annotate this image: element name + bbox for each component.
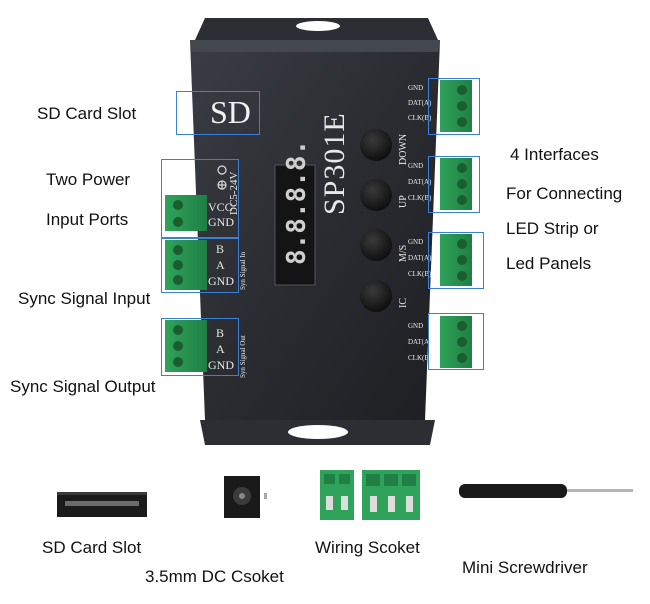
sync-out-a: A — [216, 342, 225, 356]
wiring-socket-image — [320, 470, 420, 520]
input-ports-label: Input Ports — [46, 210, 129, 229]
two-power-label: Two Power — [46, 170, 131, 189]
port2-pin-gnd: GND — [408, 162, 424, 170]
port4-pin-clk: CLK(B) — [408, 354, 432, 362]
port1-pin-gnd: GND — [408, 84, 424, 92]
interfaces-label-4: Led Panels — [506, 254, 592, 273]
output-terminal-3 — [440, 234, 472, 286]
port3-pin-gnd: GND — [408, 238, 424, 246]
button-down-label: DOWN — [398, 133, 409, 165]
sd-card-slot-image — [57, 492, 147, 517]
polarity-icon — [217, 165, 227, 175]
port3-callout — [428, 232, 484, 289]
dc-socket-image — [224, 476, 267, 518]
sync-in-terminal — [165, 240, 207, 290]
port4-pin-gnd: GND — [408, 322, 424, 330]
screwdriver-image — [459, 484, 633, 498]
sync-in-gnd: GND — [208, 274, 234, 288]
accessory-wiring-socket-label: Wiring Scoket — [315, 538, 420, 557]
sd-slot-callout — [176, 91, 260, 135]
button-up — [360, 179, 392, 211]
button-down — [360, 129, 392, 161]
mount-slot — [296, 21, 340, 31]
interfaces-label-3: LED Strip or — [506, 219, 599, 238]
sync-input-callout — [161, 238, 239, 293]
port1-pin-clk: CLK(B) — [408, 114, 432, 122]
output-terminal-1 — [440, 80, 472, 132]
led-display — [274, 164, 316, 286]
port2-callout — [428, 156, 480, 213]
port1-pin-dat: DAT(A) — [408, 99, 432, 107]
output-terminal-2 — [440, 158, 472, 210]
port2-pin-dat: DAT(A) — [408, 178, 432, 186]
sync-input-label: Sync Signal Input — [18, 289, 151, 308]
sd-mark: SD — [210, 94, 251, 130]
gnd-label: GND — [208, 215, 234, 229]
sync-in-b: B — [216, 242, 225, 256]
led-digits: 8.8.8.8. — [282, 139, 312, 265]
port1-callout — [428, 78, 480, 135]
sync-out-gnd: GND — [208, 358, 234, 372]
output-terminal-4 — [440, 316, 472, 368]
model-name: SP301E — [318, 112, 351, 215]
sync-in-caption: Syn Signal In — [239, 251, 247, 290]
sync-output-callout — [161, 318, 239, 376]
mount-slot — [288, 425, 348, 439]
sync-in-a: A — [216, 258, 225, 272]
accessory-screwdriver-label: Mini Screwdriver — [462, 558, 588, 577]
port4-callout — [428, 313, 484, 370]
port3-pin-dat: DAT(A) — [408, 254, 432, 262]
port3-pin-clk: CLK(B) — [408, 270, 432, 278]
port2-pin-clk: CLK(B) — [408, 194, 432, 202]
power-input-callout — [161, 159, 239, 238]
button-ms — [360, 229, 392, 261]
interfaces-label-1: 4 Interfaces — [510, 145, 599, 164]
button-ic-label: IC — [398, 298, 409, 308]
button-ic — [360, 280, 392, 312]
sd-card-slot-label: SD Card Slot — [37, 104, 137, 123]
port4-pin-dat: DAT(A) — [408, 338, 432, 346]
accessory-sd-card-slot-label: SD Card Slot — [42, 538, 142, 557]
sync-out-caption: Syn Signal Out — [239, 335, 247, 378]
sync-out-terminal — [165, 320, 207, 372]
accessory-dc-socket-label: 3.5mm DC Csoket — [145, 567, 284, 586]
controller-device — [165, 18, 472, 445]
interfaces-label-2: For Connecting — [506, 184, 623, 203]
sync-out-b: B — [216, 326, 225, 340]
sync-output-label: Sync Signal Output — [10, 377, 156, 396]
vcc-label: VCC — [208, 200, 233, 214]
power-terminal — [165, 195, 207, 231]
